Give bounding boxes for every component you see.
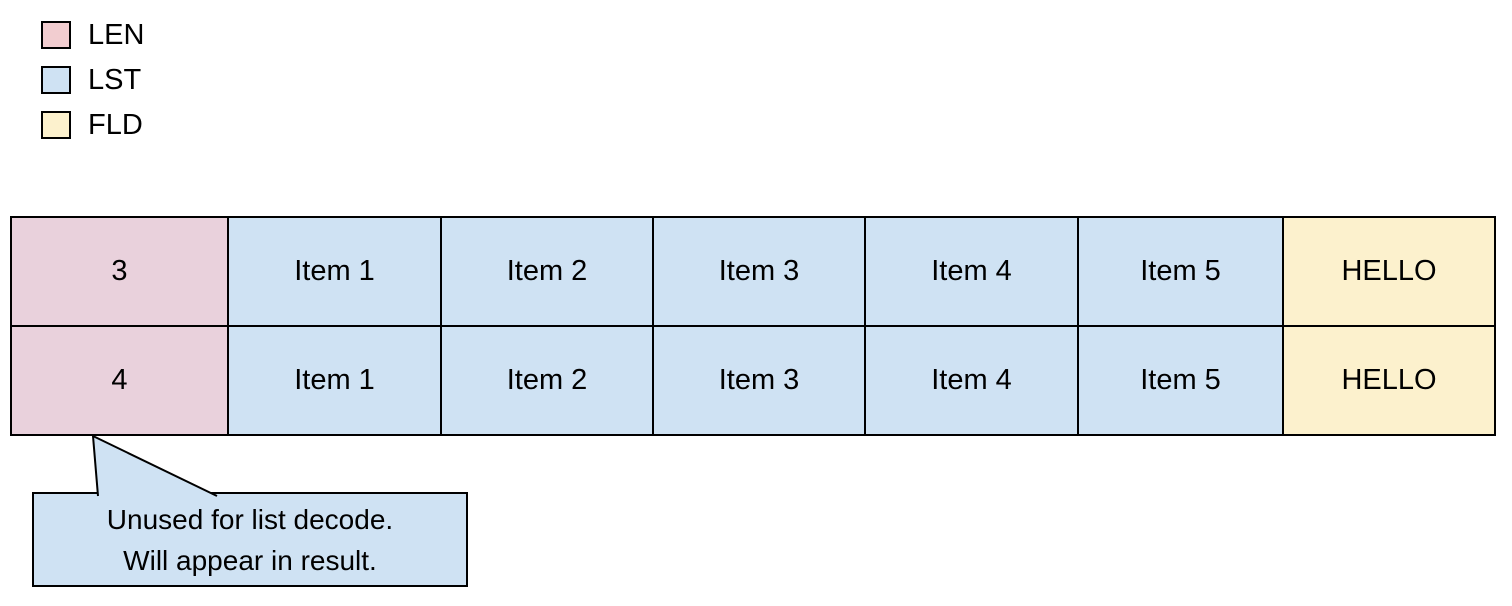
legend-label-len: LEN xyxy=(88,19,145,51)
legend: LEN LST FLD xyxy=(41,21,144,156)
list-item-cell: Item 4 xyxy=(864,216,1079,327)
callout: Unused for list decode. Will appear in r… xyxy=(32,492,468,587)
list-item-cell: Item 3 xyxy=(652,325,866,436)
list-item-cell: Item 2 xyxy=(440,216,654,327)
lst-color-swatch xyxy=(41,66,71,94)
callout-tail xyxy=(91,434,218,497)
fld-color-swatch xyxy=(41,111,71,139)
len-cell: 3 xyxy=(10,216,229,327)
field-cell: HELLO xyxy=(1282,216,1496,327)
decode-table: 3 Item 1 Item 2 Item 3 Item 4 Item 5 HEL… xyxy=(10,216,1496,436)
table-row: 3 Item 1 Item 2 Item 3 Item 4 Item 5 HEL… xyxy=(10,216,1496,327)
list-item-cell: Item 5 xyxy=(1077,325,1284,436)
legend-item-fld: FLD xyxy=(41,109,144,141)
list-item-cell: Item 4 xyxy=(864,325,1079,436)
legend-item-lst: LST xyxy=(41,64,144,96)
len-cell: 4 xyxy=(10,325,229,436)
legend-label-fld: FLD xyxy=(88,109,143,141)
callout-text-line: Will appear in result. xyxy=(123,544,377,576)
len-color-swatch xyxy=(41,21,71,49)
list-item-cell: Item 1 xyxy=(227,325,442,436)
callout-text-line: Unused for list decode. xyxy=(106,503,394,535)
legend-label-lst: LST xyxy=(88,64,142,96)
list-item-cell: Item 3 xyxy=(652,216,866,327)
list-item-cell: Item 2 xyxy=(440,325,654,436)
list-item-cell: Item 1 xyxy=(227,216,442,327)
list-item-cell: Item 5 xyxy=(1077,216,1284,327)
table-row: 4 Item 1 Item 2 Item 3 Item 4 Item 5 HEL… xyxy=(10,325,1496,436)
field-cell: HELLO xyxy=(1282,325,1496,436)
legend-item-len: LEN xyxy=(41,19,145,51)
